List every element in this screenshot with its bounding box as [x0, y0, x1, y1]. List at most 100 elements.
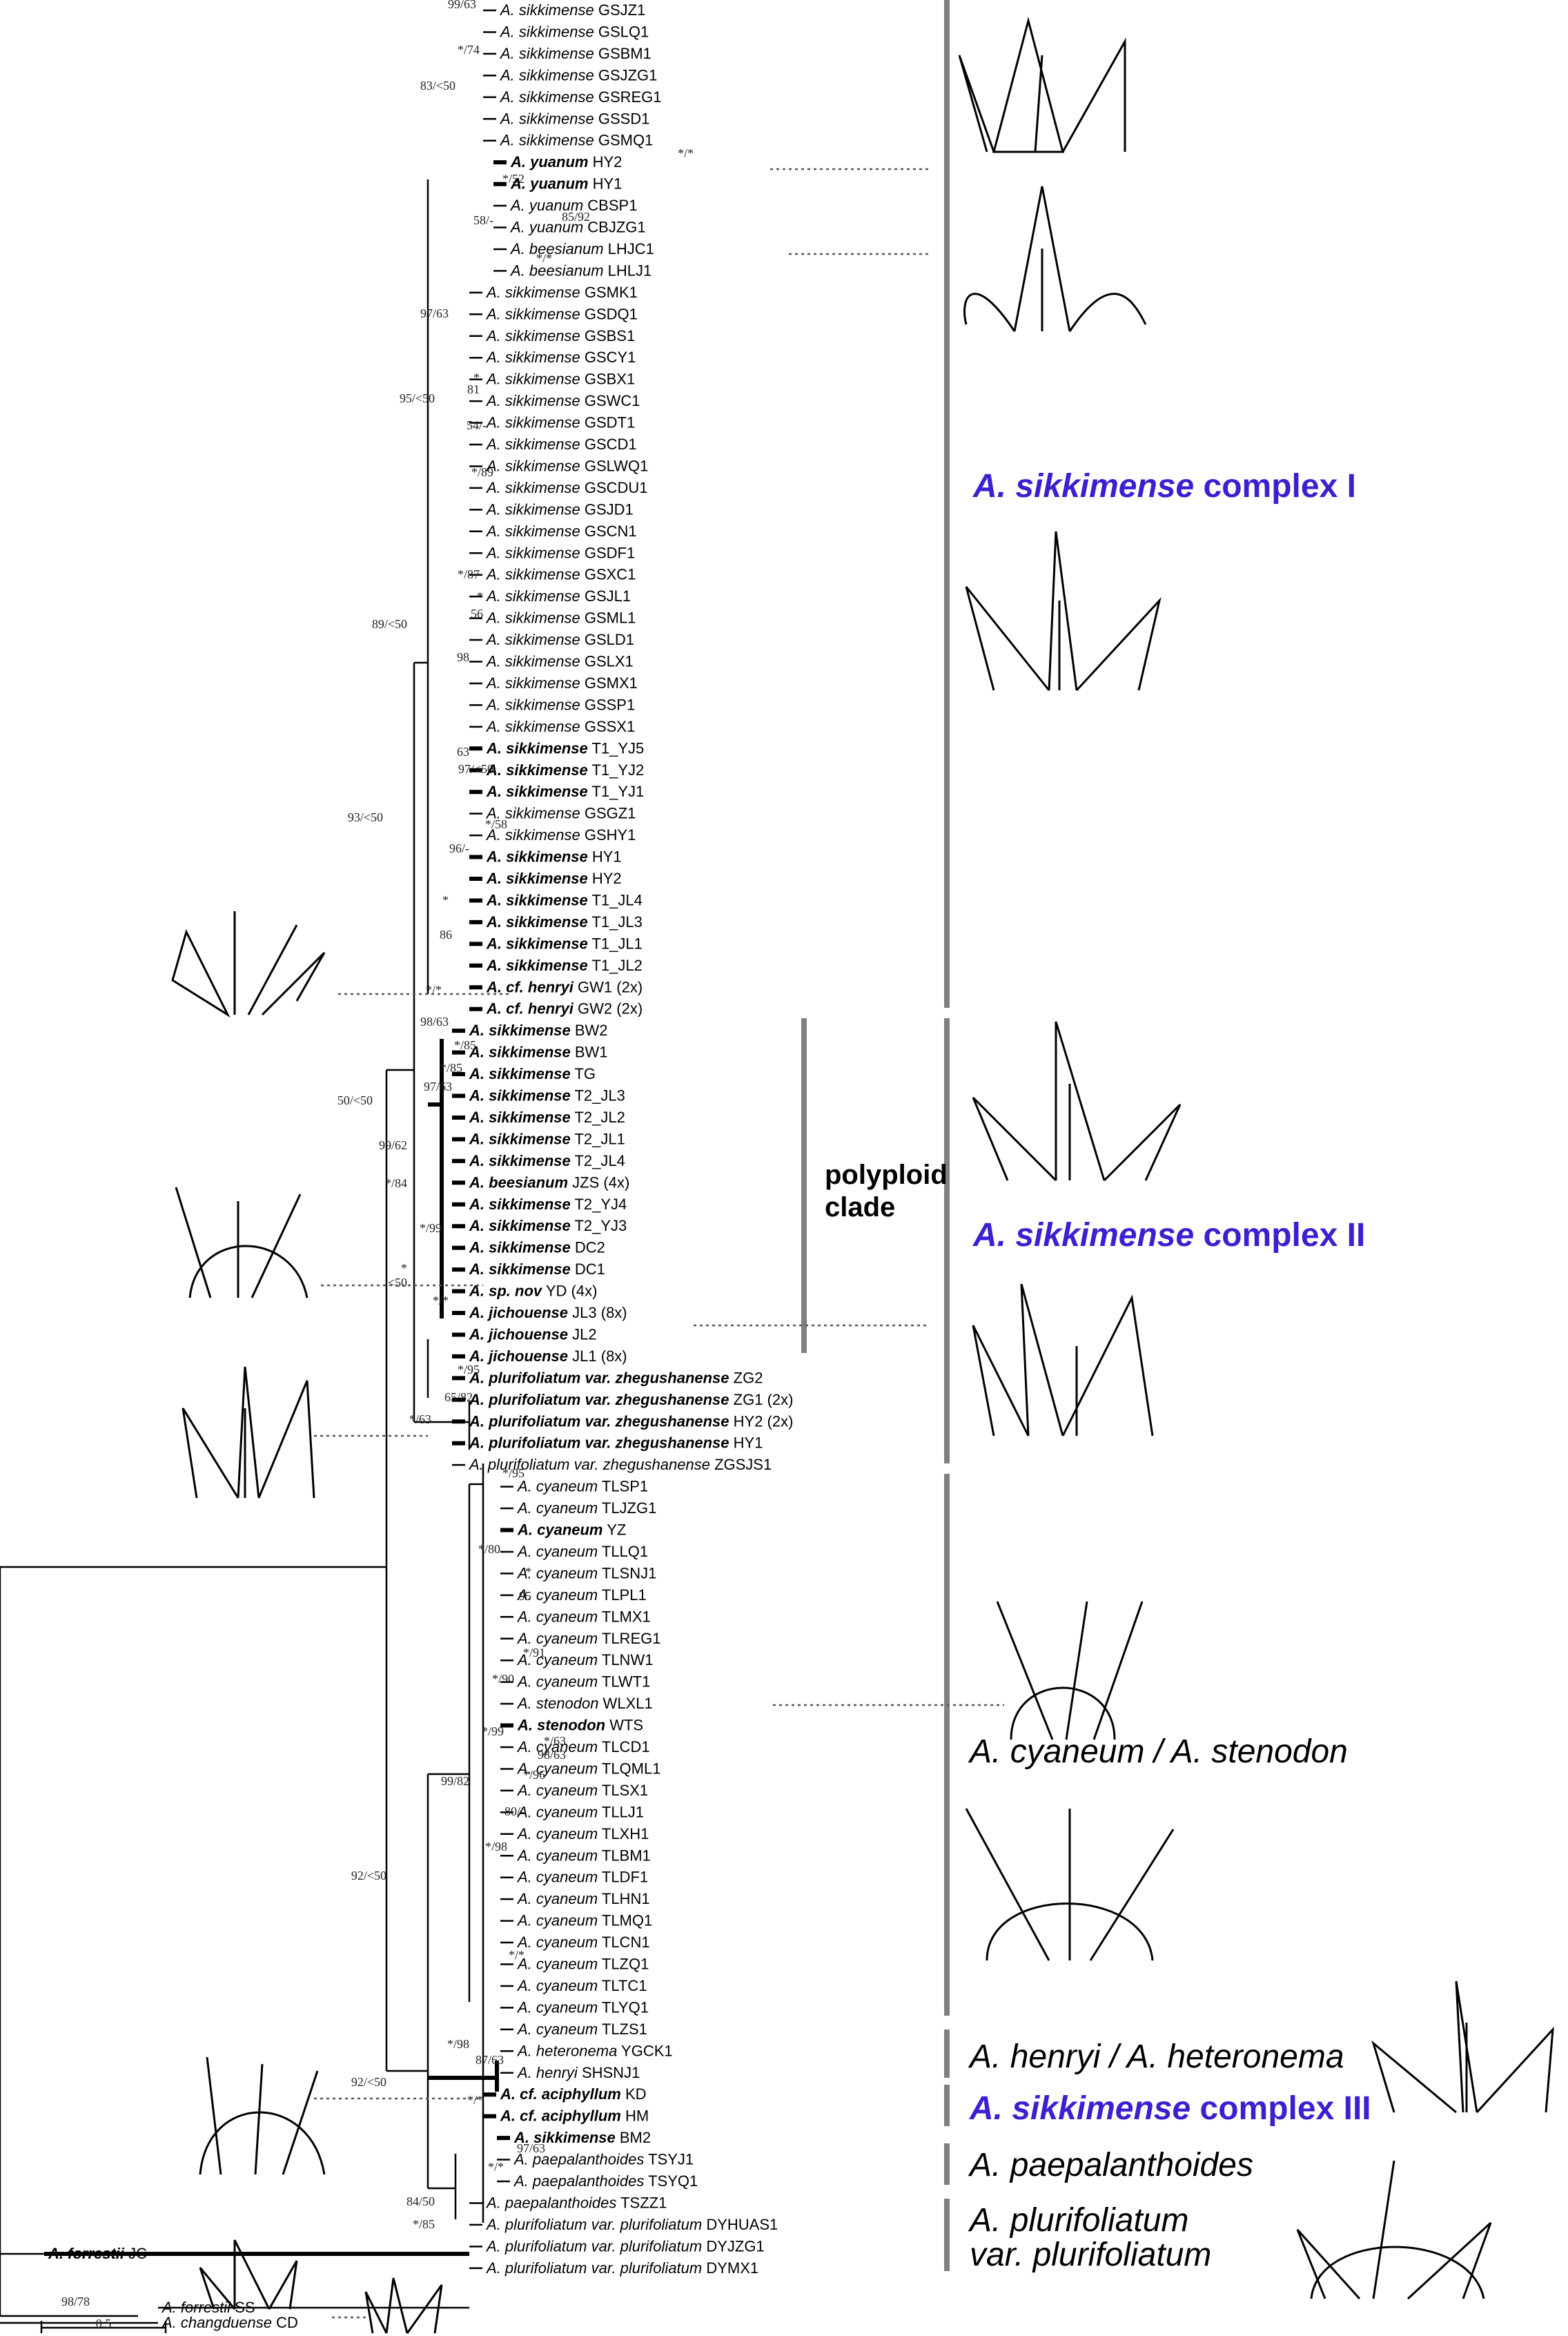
- sample-code: GSGZ1: [580, 805, 636, 822]
- species-name: A. sikkimense: [469, 1196, 571, 1213]
- tip-label: A. sikkimense GSCY1: [485, 349, 636, 366]
- sample-code: TLLJ1: [598, 1803, 644, 1820]
- sample-code: HY2: [588, 153, 622, 171]
- species-name: A. plurifoliatum var. zhegushanense: [469, 1369, 729, 1386]
- tip-label: A. henryi SHSNJ1: [516, 2064, 640, 2081]
- species-name: A. sikkimense: [485, 305, 580, 322]
- sample-code: TLSNJ1: [598, 1564, 656, 1581]
- species-name: A. sikkimense: [469, 1261, 571, 1278]
- species-name: A. forrestii: [48, 2245, 125, 2262]
- tip-label: A. sikkimense GSSD1: [499, 110, 649, 127]
- species-name: A. sikkimense: [469, 1130, 571, 1147]
- sample-code: CBSP1: [583, 197, 637, 214]
- group-label-paepalanthoides: A. paepalanthoides: [968, 2147, 1253, 2183]
- species-name: A. paepalanthoides: [485, 2194, 616, 2211]
- tip-label: A. sikkimense GSLD1: [485, 631, 634, 648]
- sample-code: TSYQ1: [644, 2172, 698, 2190]
- species-name: A. sikkimense: [485, 587, 580, 605]
- species-name: A. yuanum: [509, 219, 583, 236]
- sample-code: GSJL1: [580, 587, 631, 605]
- tip-label: A. sikkimense T1_JL2: [486, 957, 643, 974]
- tip-label: A. plurifoliatum var. zhegushanense ZGSJ…: [468, 1456, 772, 1473]
- support-value: 95/<50: [400, 391, 435, 405]
- species-name: A. sikkimense: [469, 1152, 571, 1169]
- sample-code: JC: [124, 2245, 147, 2262]
- support-value: */90: [492, 1672, 514, 1686]
- tip-label: A. sikkimense TG: [469, 1065, 596, 1082]
- tip-label: A. sikkimense GSCD1: [485, 436, 637, 453]
- tip-label: A. sikkimense GSJZ1: [499, 1, 645, 19]
- tip-label: A. sikkimense T1_JL3: [486, 913, 643, 931]
- species-name: A. cyaneum: [516, 1803, 598, 1820]
- species-name: A. sikkimense: [485, 544, 580, 561]
- sample-code: GSDT1: [580, 414, 635, 431]
- species-name: A. sikkimense: [485, 523, 580, 540]
- sample-code: GSJZ1: [594, 1, 646, 19]
- group-bars: [801, 0, 950, 2271]
- sample-code: DC1: [571, 1261, 605, 1278]
- group-label-henryi: A. henryi / A. heteronema: [968, 2038, 1344, 2075]
- tip-label: A. sikkimense GSGZ1: [485, 805, 636, 822]
- support-value: */*: [536, 251, 552, 265]
- tip-label: A. sikkimense T1_YJ5: [486, 739, 644, 757]
- tip-label: A. sikkimense GSBX1: [485, 371, 635, 388]
- sample-code: HY2: [588, 870, 622, 887]
- species-name: A. sikkimense: [485, 414, 580, 431]
- species-name: A. yuanum: [509, 197, 583, 214]
- sample-code: GW2 (2x): [574, 1000, 643, 1018]
- species-name: A. sikkimense: [485, 436, 580, 453]
- sample-code: YGCK1: [617, 2042, 672, 2059]
- sample-code: TLCD1: [598, 1738, 649, 1755]
- sample-code: GSCDU1: [580, 479, 648, 496]
- support-value: *: [442, 893, 449, 907]
- sample-code: SHSNJ1: [578, 2064, 640, 2081]
- group-label-plurifoliatum-2: var. plurifoliatum: [970, 2237, 1211, 2273]
- flower-drawing-heteronema: [1371, 1980, 1554, 2114]
- tip-label: A. sikkimense T1_YJ1: [486, 783, 644, 800]
- sample-code: T1_JL1: [588, 935, 643, 952]
- species-name: A. sikkimense: [486, 891, 588, 908]
- species-name: A. cf. aciphyllum: [500, 2085, 621, 2103]
- species-name: A. yuanum: [510, 175, 588, 193]
- tip-label: A. sikkimense GSBS1: [485, 327, 635, 344]
- tip-label: A. paepalanthoides TSZZ1: [485, 2194, 667, 2211]
- sample-code: GSLX1: [580, 653, 634, 670]
- group-label-complex1: A. sikkimense complex I: [972, 468, 1356, 505]
- support-value: */98: [485, 1840, 507, 1853]
- support-value: 92/<50: [351, 1869, 386, 1882]
- sample-code: GSSP1: [580, 696, 635, 713]
- support-value: 54/-: [467, 418, 487, 432]
- species-name: A. jichouense: [469, 1347, 568, 1365]
- tip-label: A. cyaneum TLPL1: [516, 1586, 647, 1604]
- species-name: A. sikkimense: [499, 132, 594, 149]
- support-value: 85/92: [562, 210, 590, 224]
- sample-code: JZS (4x): [568, 1174, 629, 1191]
- species-name: A. beesianum: [469, 1174, 568, 1191]
- sample-code: GW1 (2x): [574, 978, 643, 995]
- support-value: 80/-: [504, 1804, 525, 1818]
- support-value: 86: [440, 928, 452, 942]
- sample-code: GSDF1: [580, 544, 635, 561]
- support-value: 84/50: [406, 2194, 435, 2208]
- scale-bar-label: 0.5: [96, 2317, 112, 2330]
- species-name: A. paepalanthoides: [513, 2151, 644, 2168]
- species-name: A. sikkimense: [485, 674, 580, 692]
- tip-label: A. cyaneum TLSNJ1: [516, 1564, 656, 1581]
- tip-label: A. sikkimense T2_JL4: [469, 1152, 625, 1169]
- tip-label: A. sikkimense HY2: [486, 870, 622, 887]
- sample-code: T1_JL4: [588, 891, 643, 908]
- species-name: A. stenodon: [516, 1695, 598, 1712]
- group-label-plurifoliatum-1: A. plurifoliatum: [968, 2202, 1188, 2239]
- support-value: */96: [523, 1768, 545, 1782]
- group-label-cyaneum: A. cyaneum / A. stenodon: [968, 1733, 1348, 1770]
- species-name: A. sikkimense: [485, 327, 580, 344]
- support-value: */*: [467, 2093, 483, 2107]
- sample-code: TG: [571, 1065, 596, 1082]
- support-value: 97/63: [424, 1080, 452, 1093]
- tip-label: A. sikkimense T1_JL1: [486, 935, 643, 952]
- species-name: A. cyaneum: [516, 1760, 598, 1777]
- tip-label: A. sikkimense GSDQ1: [485, 305, 638, 322]
- support-value: 89/<50: [372, 617, 407, 631]
- sample-code: T1_JL2: [588, 957, 643, 974]
